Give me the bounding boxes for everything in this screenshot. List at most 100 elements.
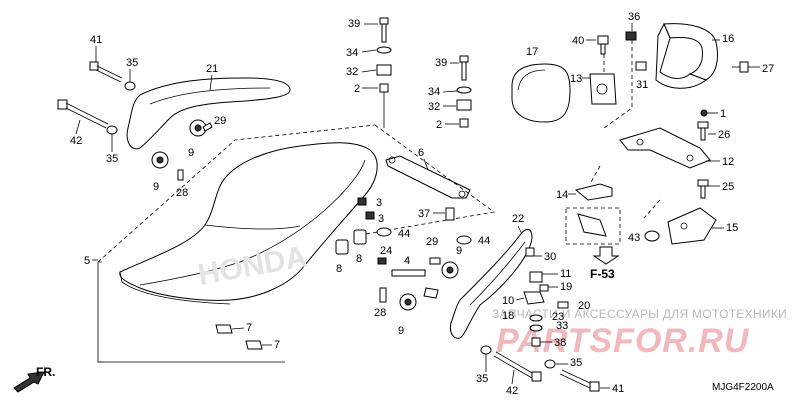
- clip-31[interactable]: [635, 61, 647, 71]
- cap-30[interactable]: [525, 247, 535, 257]
- callout-9-lower-right: 9: [456, 245, 462, 257]
- callout-24: 24: [380, 245, 392, 257]
- nut-3-a[interactable]: [357, 197, 367, 206]
- collar-23[interactable]: [529, 314, 543, 322]
- nut-1[interactable]: [700, 109, 708, 117]
- rubber-32-center[interactable]: [376, 64, 392, 76]
- callout-42-lower: 42: [506, 385, 518, 397]
- nut-24[interactable]: [377, 257, 387, 265]
- bracket-part-15[interactable]: [667, 207, 717, 245]
- callout-10: 10: [502, 295, 514, 307]
- callout-32-center: 32: [346, 66, 358, 78]
- section-ref[interactable]: F-53: [590, 267, 615, 281]
- bolt-42-lower[interactable]: [493, 351, 542, 382]
- bolt-39-center[interactable]: [379, 17, 389, 43]
- callout-44-a: 44: [398, 228, 410, 240]
- rubber-44-a[interactable]: [376, 227, 392, 237]
- latch-part-14[interactable]: [574, 183, 613, 201]
- callout-35-lower: 35: [476, 373, 488, 385]
- clip-7-a[interactable]: [215, 324, 233, 334]
- diagram-code: MJG4F2200A: [712, 382, 774, 393]
- callout-9-upper: 9: [188, 147, 194, 159]
- washer-35-lower[interactable]: [480, 345, 492, 355]
- bolt-40[interactable]: [597, 35, 609, 45]
- clip-20[interactable]: [557, 301, 569, 309]
- cushion-8-b[interactable]: [353, 229, 367, 245]
- bolt-26[interactable]: [697, 121, 709, 141]
- watermark-text: ЗАПЧАСТИ И АКСЕССУАРЫ ДЛЯ МОТОТЕХНИКИ: [492, 307, 787, 321]
- pin-19[interactable]: [539, 284, 549, 292]
- nut-36[interactable]: [625, 31, 637, 41]
- callout-11: 11: [560, 268, 571, 280]
- callout-39-right: 39: [435, 57, 447, 69]
- front-marker: FR.: [36, 365, 55, 379]
- bracket-part-12[interactable]: [619, 127, 711, 169]
- bolt-41-lower[interactable]: [559, 369, 600, 392]
- callout-5: 5: [84, 255, 90, 267]
- screw-28-lower[interactable]: [379, 287, 387, 303]
- nut-38[interactable]: [531, 337, 541, 347]
- spring-11[interactable]: [529, 271, 543, 283]
- plate-part-13[interactable]: [589, 73, 617, 105]
- latch-10[interactable]: [523, 291, 545, 305]
- clip-7-b[interactable]: [245, 340, 263, 350]
- callout-34-right: 34: [428, 86, 440, 98]
- callout-2-right: 2: [436, 119, 442, 131]
- callout-13: 13: [570, 73, 582, 85]
- callout-8-a: 8: [336, 263, 342, 275]
- bolt-42-left[interactable]: [57, 99, 109, 129]
- callout-22: 22: [512, 213, 524, 225]
- rubber-44-b[interactable]: [456, 235, 472, 245]
- bolt-41-top[interactable]: [89, 61, 123, 83]
- callout-9-left: 9: [153, 181, 159, 193]
- callout-41-lower: 41: [612, 383, 624, 395]
- bolt-39-right[interactable]: [459, 55, 469, 81]
- washer-35-top[interactable]: [124, 81, 136, 91]
- screw-29-lower[interactable]: [429, 257, 441, 265]
- backrest-frame-part-16[interactable]: [655, 22, 719, 89]
- callout-12: 12: [722, 156, 734, 168]
- callout-28-left: 28: [176, 187, 188, 199]
- grab-rail-part-22[interactable]: [449, 228, 533, 339]
- washer-35-right[interactable]: [544, 359, 556, 369]
- callout-25: 25: [722, 181, 734, 193]
- rubber-43[interactable]: [644, 230, 660, 242]
- nut-3-b[interactable]: [365, 211, 375, 220]
- damper-9-lower-right[interactable]: [441, 261, 459, 279]
- rubber-32-right[interactable]: [456, 99, 472, 111]
- screw-28-left[interactable]: [177, 169, 184, 181]
- cable-4[interactable]: [391, 269, 426, 277]
- callout-41-top: 41: [90, 34, 102, 46]
- washer-34-right[interactable]: [456, 86, 472, 94]
- damper-9-lower[interactable]: [399, 293, 417, 311]
- screw-29-upper[interactable]: [202, 122, 213, 132]
- damper-9-upper[interactable]: [189, 119, 207, 137]
- bolt-27[interactable]: [732, 61, 749, 73]
- callout-32-right: 32: [428, 101, 440, 113]
- washer-33[interactable]: [529, 324, 543, 332]
- bolt-37[interactable]: [445, 207, 455, 221]
- grab-rail-part-21[interactable]: [126, 77, 291, 150]
- callout-31: 31: [636, 79, 648, 91]
- backrest-part-17[interactable]: [511, 63, 571, 123]
- callout-19: 19: [560, 281, 572, 293]
- callout-35-right: 35: [570, 357, 582, 369]
- washer-35-left[interactable]: [106, 125, 118, 135]
- lock-keys[interactable]: [423, 287, 439, 299]
- section-arrow: [592, 246, 620, 265]
- washer-34-center[interactable]: [376, 46, 392, 54]
- bolt-25[interactable]: [697, 179, 709, 199]
- latch-detail: [577, 213, 607, 237]
- callout-18: 18: [502, 310, 514, 322]
- front-arrow-icon: [13, 371, 45, 393]
- collar-2-right[interactable]: [459, 118, 469, 128]
- callout-14: 14: [556, 189, 568, 201]
- callout-26: 26: [718, 129, 730, 141]
- callout-17: 17: [526, 46, 538, 58]
- seat-bracket-part-6[interactable]: [385, 155, 471, 199]
- collar-2-center[interactable]: [379, 83, 389, 93]
- callout-36: 36: [628, 11, 640, 23]
- callout-7-a: 7: [246, 322, 252, 334]
- cushion-8-a[interactable]: [335, 239, 349, 255]
- damper-9-left[interactable]: [151, 151, 169, 169]
